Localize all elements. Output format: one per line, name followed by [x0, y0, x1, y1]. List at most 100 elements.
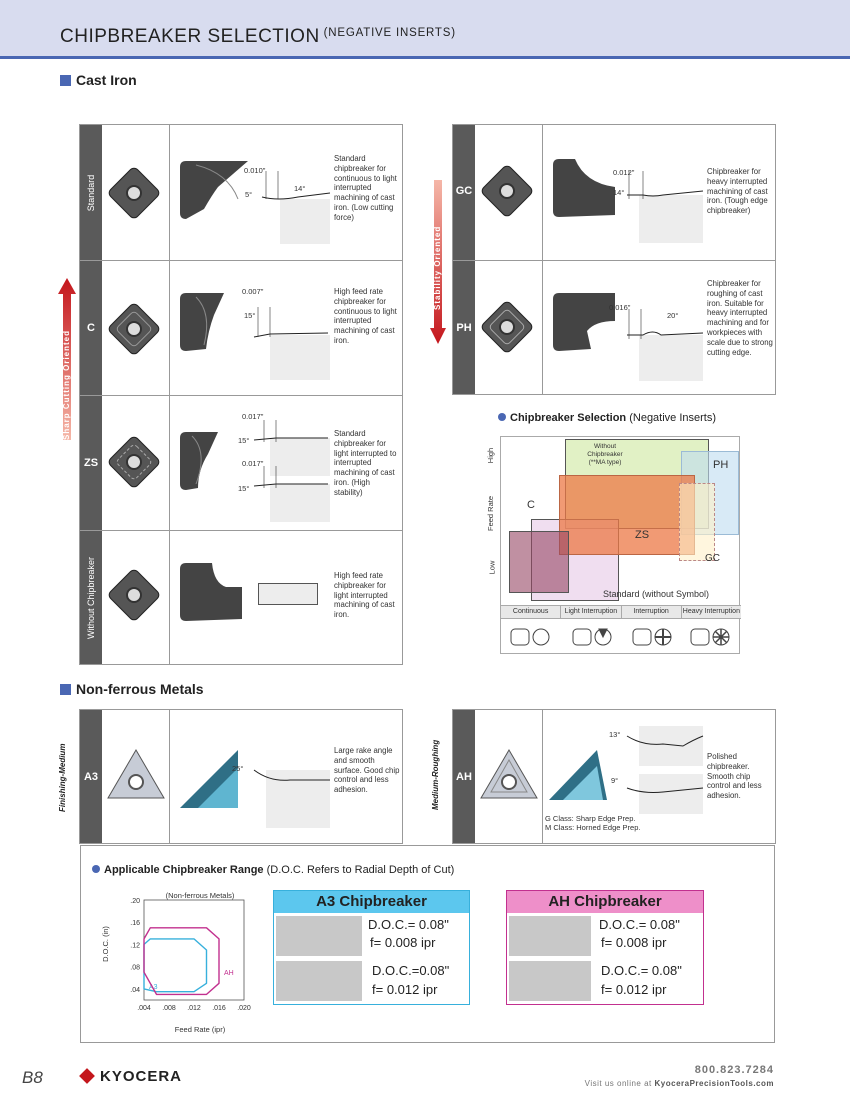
angle-label: 14° [613, 188, 625, 197]
region-gc [679, 483, 715, 561]
header-band [0, 0, 850, 56]
ah-feed-2: f= 0.012 ipr [601, 982, 667, 997]
angle-label: 20° [667, 311, 679, 320]
sharp-cutting-label: Sharp Cutting Oriented [62, 330, 71, 440]
row-description: Polished chipbreaker. Smooth chip contro… [707, 752, 762, 801]
row-description: Chipbreaker for roughing of cast iron. S… [707, 279, 773, 357]
kyocera-mark-icon [79, 1068, 95, 1084]
row-description: Standard chipbreaker for continuous to l… [334, 154, 397, 222]
a3-box-title: A3 Chipbreaker [274, 891, 469, 913]
applicable-range-panel [80, 845, 775, 1043]
angle-label: 15° [238, 436, 250, 445]
row-label: ZS [80, 396, 102, 530]
angle-label: 14° [294, 184, 306, 193]
dim-label: 0.017" [242, 459, 264, 468]
profile-cell: 0.017" 15° 0.017" 15° [169, 396, 331, 530]
a3-chipbreaker-box: A3 Chipbreaker D.O.C.= 0.08" f= 0.008 ip… [273, 890, 470, 1005]
profile-shape [270, 335, 330, 380]
chip-photo [276, 916, 362, 956]
page-number: B8 [22, 1068, 43, 1087]
x-tick-label: .020 [237, 1005, 251, 1012]
insert-a3-icon [107, 749, 165, 799]
profile-cell: 0.010" 5° 14° [169, 125, 331, 260]
insert-section-icon [180, 563, 242, 621]
insert-section-icon [180, 432, 218, 490]
row-label: C [80, 261, 102, 395]
category-heavy-interruption: Heavy Interruption [680, 606, 741, 618]
x-axis-title: Feed Rate (ipr) [175, 1025, 226, 1034]
y-tick-label: .04 [130, 987, 140, 994]
profile-shape [639, 195, 703, 243]
plot-frame [143, 899, 245, 1001]
y-axis-label: Feed Rate [486, 495, 496, 532]
profile-shape [280, 199, 330, 244]
region-label-gc: GC [705, 553, 720, 564]
applicable-range-title: Applicable Chipbreaker Range (D.O.C. Ref… [92, 864, 454, 876]
kyocera-logo: KYOCERA [79, 1068, 182, 1085]
insert-ah-icon [480, 749, 538, 799]
edge-profile-icon [253, 769, 330, 781]
row-standard: Standard 0.010" 5° 14° Standard chipbrea… [80, 125, 402, 261]
row-description: Chipbreaker for heavy interrupted machin… [707, 167, 768, 216]
profile-shape [639, 335, 703, 381]
region-label-c: C [527, 499, 535, 511]
profile-shape [639, 726, 703, 766]
insert-c-icon [108, 303, 160, 355]
bullet-dot-icon [92, 865, 100, 873]
profile-cell: 0.016" 20° [542, 261, 704, 394]
stability-label: Stability Oriented [433, 225, 442, 310]
edge-profile-icon [253, 307, 329, 338]
insert-section-icon [553, 293, 615, 351]
a3-doc-2: D.O.C.=0.08" [372, 963, 450, 978]
profile-shape [270, 484, 330, 522]
ah-doc-2: D.O.C.= 0.08" [601, 963, 682, 978]
insert-section-icon [180, 161, 248, 219]
profile-shape [258, 583, 318, 605]
insert-standard-icon [108, 167, 160, 219]
x-tick-label: .004 [137, 1005, 151, 1012]
website-note: Visit us online at KyoceraPrecisionTools… [584, 1079, 774, 1088]
range-chart: (Non-ferrous Metals) D.O.C. (in) Feed Ra… [101, 891, 251, 1034]
dim-label: 0.012" [613, 168, 635, 177]
ah-doc-1: D.O.C.= 0.08" [599, 917, 680, 932]
finishing-medium-label: Finishing-Medium [58, 743, 67, 812]
row-label: A3 [80, 710, 102, 843]
profile-cell: 13° 9° G Class: Sharp Edge Prep. M Class… [542, 710, 704, 843]
m-class-note: M Class: Horned Edge Prep. [545, 823, 641, 832]
medium-roughing-label: Medium-Roughing [431, 739, 440, 810]
region-zs [559, 475, 695, 555]
x-tick-label: .016 [212, 1005, 226, 1012]
profile-cell: 0.012" 14° [542, 125, 704, 260]
insert-section-icon [180, 293, 224, 351]
ah-chipbreaker-box: AH Chipbreaker D.O.C.= 0.08" f= 0.008 ip… [506, 890, 704, 1005]
row-label: Standard [80, 125, 102, 260]
chip-photo [509, 961, 591, 1001]
series-label: AH [224, 970, 234, 977]
cast-iron-right-table: GC 0.012" 14° Chipbreaker for heavy inte… [452, 124, 776, 395]
category-continuous: Continuous [512, 608, 549, 615]
bullet-dot-icon [498, 413, 506, 421]
bullet-square-icon [60, 74, 71, 86]
angle-label: 15° [244, 311, 256, 320]
edge-profile-icon [261, 171, 331, 200]
a3-table: A3 25° Large rake angle and smooth surfa… [79, 709, 403, 844]
row-label: PH [453, 261, 475, 394]
insert-ph-icon [481, 301, 533, 353]
row-description: Large rake angle and smooth surface. Goo… [334, 746, 400, 795]
a3-feed-2: f= 0.012 ipr [372, 982, 438, 997]
row-label: GC [453, 125, 475, 260]
interruption-categories: Continuous Light Interruption Interrupti… [501, 605, 741, 619]
ah-feed-1: f= 0.008 ipr [601, 935, 667, 950]
insert-zs-icon [108, 436, 160, 488]
edge-profile-icon [253, 420, 328, 488]
category-interruption: Interruption [620, 606, 681, 618]
y-axis-title: D.O.C. (in) [101, 926, 110, 962]
profile-cell [169, 531, 331, 664]
profile-shape [270, 438, 330, 476]
dim-label: 0.016" [609, 303, 631, 312]
angle-label: 15° [238, 484, 250, 493]
y-tick-label: .12 [130, 942, 140, 949]
angle-label: 13° [609, 730, 621, 739]
